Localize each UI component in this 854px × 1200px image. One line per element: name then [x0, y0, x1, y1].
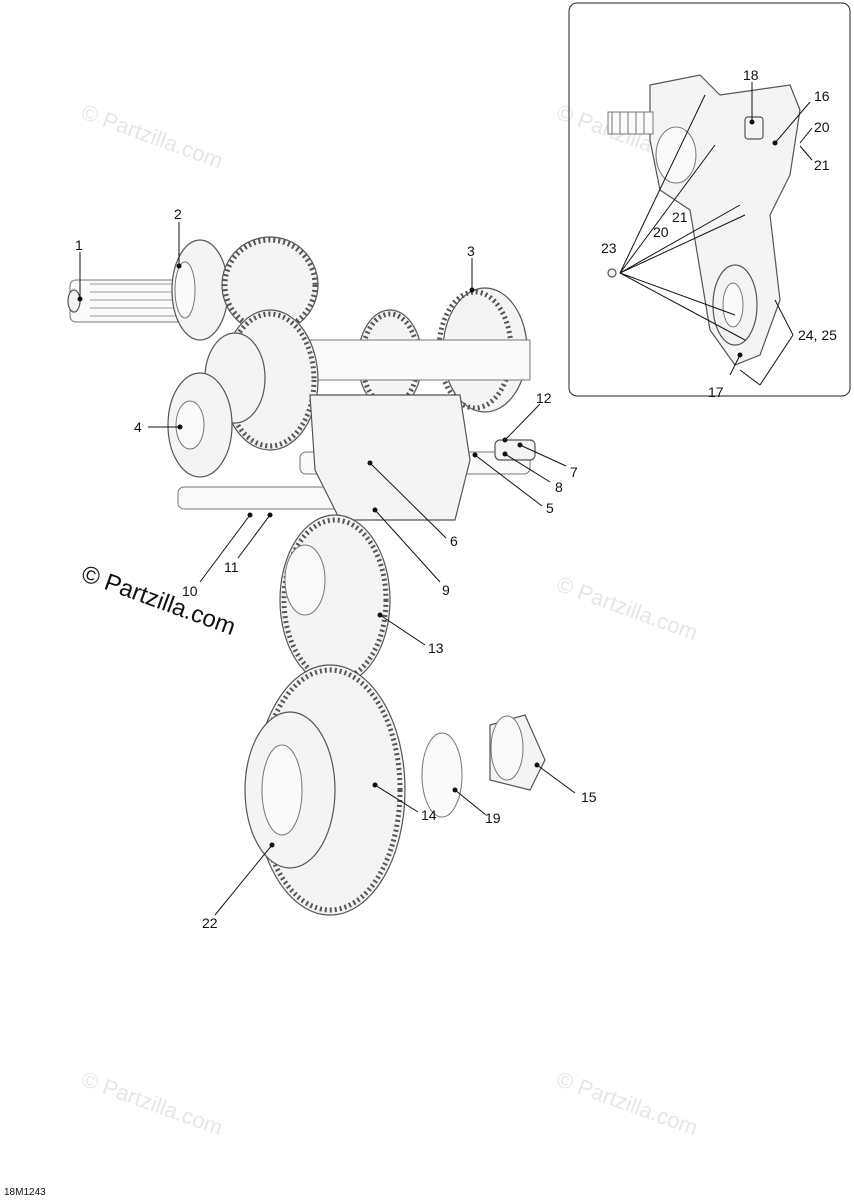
- callout-labels: 1 2 3 4 5 6 7 8 9 10 11 12 13 14 15 16 1…: [75, 67, 837, 931]
- callout-11: 11: [224, 559, 239, 575]
- callout-16: 16: [814, 88, 830, 104]
- callout-20-left: 20: [653, 224, 669, 240]
- callout-4: 4: [134, 419, 142, 435]
- callout-12: 12: [536, 390, 552, 406]
- diagram-code: 18M1243: [4, 1187, 46, 1198]
- callout-7: 7: [570, 464, 578, 480]
- callout-8: 8: [555, 479, 563, 495]
- callout-10: 10: [182, 583, 198, 599]
- callout-18: 18: [743, 67, 759, 83]
- leader-lines: [77, 82, 813, 916]
- callout-21-left: 21: [672, 209, 688, 225]
- callout-23: 23: [601, 240, 617, 256]
- inset-frame: [568, 2, 851, 397]
- callout-21-top: 21: [814, 157, 830, 173]
- callout-3: 3: [467, 243, 475, 259]
- callout-19: 19: [485, 810, 501, 826]
- callout-24-25: 24, 25: [798, 327, 837, 343]
- callout-22: 22: [202, 915, 218, 931]
- callout-5: 5: [546, 500, 554, 516]
- callout-17: 17: [708, 384, 724, 400]
- callout-15: 15: [581, 789, 597, 805]
- watermark-mid-right: © Partzilla.com: [553, 571, 701, 645]
- gear-assembly-illustration: [67, 236, 546, 916]
- watermark-dark: © Partzilla.com: [78, 560, 239, 641]
- callout-9: 9: [442, 582, 450, 598]
- watermark-top-left: © Partzilla.com: [78, 99, 226, 173]
- callout-2: 2: [174, 206, 182, 222]
- callout-20-top: 20: [814, 119, 830, 135]
- callout-1: 1: [75, 237, 83, 253]
- watermark-bottom-left: © Partzilla.com: [78, 1066, 226, 1140]
- watermark-bottom-right: © Partzilla.com: [553, 1066, 701, 1140]
- callout-6: 6: [450, 533, 458, 549]
- callout-14: 14: [421, 807, 437, 823]
- callout-13: 13: [428, 640, 444, 656]
- transmission-housing-illustration: [607, 74, 801, 366]
